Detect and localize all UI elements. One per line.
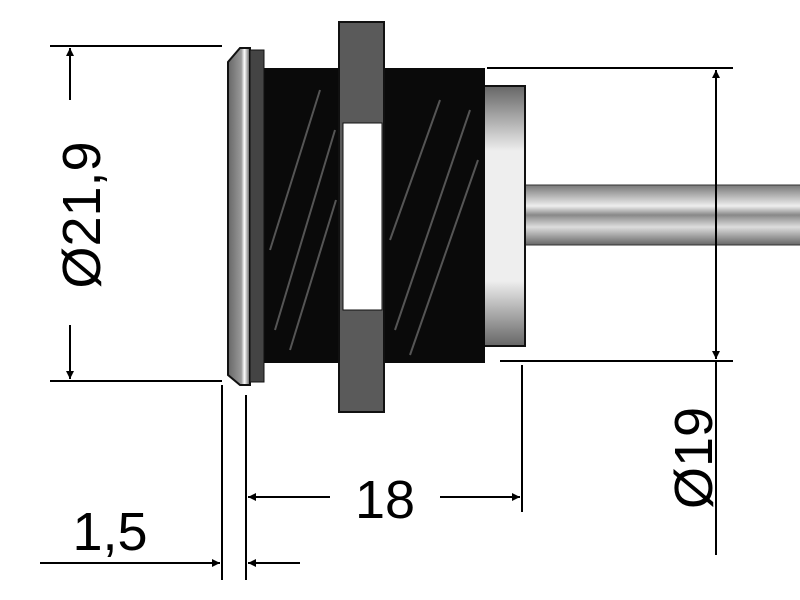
dimension-body-diameter: [487, 67, 733, 555]
dimension-flange-thickness: [40, 385, 300, 580]
dimension-flange-diameter: [50, 45, 222, 382]
nut-window: [342, 122, 383, 311]
flange-thickness-label: 1,5: [72, 502, 147, 562]
body-length-label: 18: [355, 470, 415, 530]
flange-diameter-label: Ø21,9: [52, 141, 112, 288]
flange: [227, 47, 251, 386]
flange-ring: [249, 49, 265, 383]
rear-cap: [482, 85, 526, 347]
dimension-body-length: [245, 365, 523, 580]
rod: [521, 184, 800, 246]
connector-part: [227, 21, 800, 413]
thread-highlights: [269, 89, 479, 356]
body-diameter-label: Ø19: [664, 407, 724, 509]
